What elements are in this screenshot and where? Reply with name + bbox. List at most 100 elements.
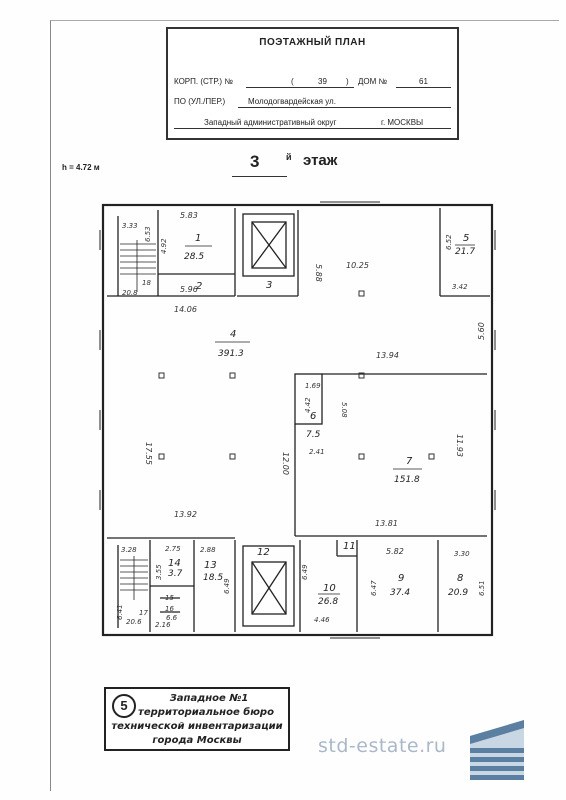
room-17-area: 20.6 [126, 618, 142, 626]
outer-wall [101, 203, 494, 637]
dimension-label: 4.42 [304, 397, 312, 413]
floor-label: этаж [303, 152, 338, 169]
korp-underline [246, 87, 354, 88]
dimension-label: 13.92 [174, 510, 197, 519]
room-14-number: 14 [168, 558, 181, 569]
dimension-label: 11.93 [455, 434, 464, 457]
room-10-area: 26.8 [318, 597, 338, 607]
dimension-label: 3.33 [122, 222, 138, 230]
dimension-label: 13.81 [375, 519, 398, 528]
watermark-text: std-estate.ru [318, 735, 447, 757]
street-label: ПО (УЛ./ПЕР.) [174, 97, 226, 106]
room-17-number: 17 [139, 609, 148, 617]
dimension-label: 12.00 [281, 452, 290, 475]
dimension-label: 5.08 [340, 402, 348, 418]
dimension-label: 10.25 [346, 261, 369, 270]
dimension-label: 6.53 [144, 226, 152, 242]
stamp-line-1: Западное №1 [169, 693, 249, 704]
dimension-label: 6.47 [370, 580, 378, 596]
room-16-number: 16 [165, 605, 174, 613]
room-1-area: 28.5 [184, 252, 204, 262]
elevator-shaft-top [242, 213, 295, 277]
dimension-label: 2.41 [309, 448, 325, 456]
dom-value: 61 [419, 77, 428, 86]
street-value: Молодогвардейская ул. [248, 97, 336, 106]
dimension-label: 6.41 [116, 604, 124, 620]
dimension-label: 4.92 [160, 238, 168, 254]
room-7-number: 7 [406, 456, 413, 467]
dimension-label: 3.30 [454, 550, 470, 558]
dimension-label: 13.94 [376, 351, 399, 360]
floor-number: 3 [250, 152, 260, 171]
dimension-label: 5.88 [314, 264, 323, 282]
floor-underline [232, 176, 287, 177]
room-18-number: 18 [142, 279, 151, 287]
dimension-label: 6.51 [478, 580, 486, 596]
room-6-walls [294, 373, 323, 425]
room-15-number: 15 [165, 594, 174, 602]
room-9-number: 9 [398, 573, 404, 584]
plan-title: ПОЭТАЖНЫЙ ПЛАН [259, 37, 366, 48]
street-underline [238, 107, 451, 108]
stamp-line-4: города Москвы [152, 735, 242, 746]
room-4-area: 391.3 [218, 349, 244, 359]
dimension-label: 5.82 [386, 547, 404, 556]
elevator-cross [251, 221, 287, 269]
page-border [50, 20, 559, 791]
stamp-number: 5 [112, 694, 136, 718]
room-11-number: 11 [343, 541, 356, 552]
room-5-number: 5 [463, 233, 469, 244]
elevator-cabin-top [251, 221, 287, 269]
ceiling-height-label: h = 4.72 м [62, 163, 100, 172]
room-13-number: 13 [204, 560, 217, 571]
room-9-area: 37.4 [390, 588, 410, 598]
room-4-number: 4 [230, 329, 236, 340]
room-3-number: 3 [266, 280, 272, 291]
floor-suffix: й [286, 152, 292, 162]
stamp-line-2: территориальное бюро [138, 707, 274, 718]
room-12-number: 12 [257, 547, 270, 558]
room-7-area: 151.8 [394, 475, 420, 485]
city-name: г. МОСКВЫ [381, 118, 424, 127]
korp-label: КОРП. (СТР.) № [174, 77, 233, 86]
room-6-area: 7.5 [306, 430, 321, 440]
elevator-cabin-bottom [251, 561, 287, 615]
room-2-number: 2 [196, 281, 202, 292]
dimension-label: 6.49 [223, 578, 231, 594]
dimension-label: 2.88 [200, 546, 216, 554]
room-18-area: 20.8 [122, 289, 138, 297]
dom-label: ДОМ № [358, 77, 388, 86]
dimension-label: 6.49 [301, 564, 309, 580]
room-8-area: 20.9 [448, 588, 468, 598]
dimension-label: 17.55 [144, 442, 153, 465]
district-underline [174, 128, 451, 129]
elevator-cross [251, 561, 287, 615]
dimension-label: 5.83 [180, 211, 198, 220]
dimension-label: 5.96 [180, 285, 198, 294]
dimension-label: 3.42 [452, 283, 468, 291]
dimension-label: 6.52 [445, 234, 453, 250]
dimension-label: 2.16 [155, 621, 171, 629]
stamp-line-3: технической инвентаризации [111, 721, 283, 732]
bti-stamp: 5 Западное №1 территориальное бюро техни… [104, 687, 290, 751]
elevator-shaft-bottom [242, 545, 295, 627]
dimension-label: 4.46 [314, 616, 330, 624]
dom-underline [396, 87, 451, 88]
room-8-number: 8 [457, 573, 463, 584]
dimension-label: 3.55 [155, 564, 163, 580]
building-logo-icon [470, 720, 524, 780]
dimension-label: 14.06 [174, 305, 197, 314]
dimension-label: 2.75 [165, 545, 181, 553]
room-13-area: 18.5 [203, 573, 223, 583]
korp-close-paren: ) [346, 77, 349, 86]
dimension-label: 6.6 [166, 614, 178, 622]
room-6-number: 6 [310, 411, 316, 422]
korp-value: 39 [318, 77, 327, 86]
district-name: Западный административный округ [204, 118, 337, 127]
title-block: ПОЭТАЖНЫЙ ПЛАН КОРП. (СТР.) № ( 39 ) ДОМ… [166, 27, 459, 140]
room-14-area: 3.7 [168, 569, 183, 579]
dimension-label: 5.60 [477, 322, 486, 340]
dimension-label: 3.28 [121, 546, 137, 554]
room-1-number: 1 [195, 233, 201, 244]
